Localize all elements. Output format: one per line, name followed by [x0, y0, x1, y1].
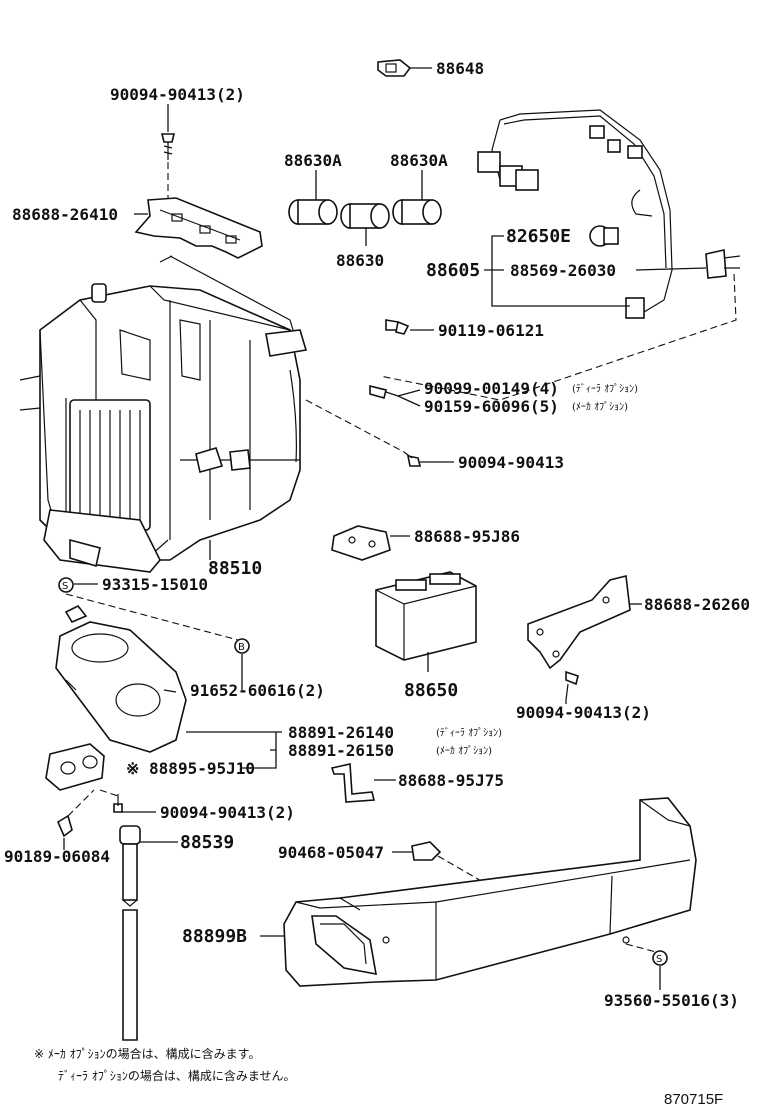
screw-90099-90159: [369, 384, 421, 407]
bracket-88688-95j75: [330, 763, 396, 803]
part-label-88688-26260: 88688-26260: [644, 595, 750, 614]
b-marker-label: B: [238, 642, 245, 653]
part-label-88891-26140: 88891-26140: [288, 723, 394, 742]
part-label-88510: 88510: [208, 558, 262, 579]
part-label-88605: 88605: [426, 260, 480, 281]
part-note-88891-26150: (ﾒｰｶ ｵﾌﾟｼｮﾝ): [436, 745, 492, 757]
part-label-88569-26030: 88569-26030: [510, 261, 616, 280]
part-label-88630: 88630: [336, 251, 384, 270]
part-label-90099-00149: 90099-00149(4): [424, 379, 559, 398]
part-label-90094-90413-low: 90094-90413(2): [160, 803, 295, 822]
part-label-88891-26150: 88891-26150: [288, 741, 394, 760]
clip-90189-06084: [56, 814, 73, 850]
grommet-88895-95j10: [45, 743, 105, 791]
part-label-90468-05047: 90468-05047: [278, 843, 384, 862]
clip-90468-05047: [392, 841, 442, 861]
figure-code: 870715F: [664, 1091, 723, 1108]
part-label-90189-06084: 90189-06084: [4, 847, 110, 866]
part-label-88630a-left: 88630A: [284, 151, 342, 170]
part-note-90159-60096: (ﾒｰｶ ｵﾌﾟｼｮﾝ): [572, 401, 628, 413]
bolt-90119-06121: [385, 319, 434, 335]
s-marker-top: S: [58, 577, 98, 593]
part-label-93315-15010: 93315-15010: [102, 575, 208, 594]
part-label-88688-95j86: 88688-95J86: [414, 527, 520, 546]
wire-harness-88605: [477, 109, 741, 319]
drain-hose-88539: [119, 825, 178, 1041]
bracket-88688-26260: [527, 575, 642, 670]
servo-motor-88630a-left: [288, 170, 338, 225]
part-label-88688-26410: 88688-26410: [12, 205, 118, 224]
part-label-88630a-right: 88630A: [390, 151, 448, 170]
connector-88648: [377, 59, 432, 77]
cover-88899b: [260, 797, 697, 987]
part-note-88891-26140: (ﾃﾞｨｰﾗ ｵﾌﾟｼｮﾝ): [436, 727, 502, 739]
part-label-82650e: 82650E: [506, 226, 571, 247]
s-marker-bottom-label: S: [656, 954, 662, 965]
servo-motor-88630a-right: [392, 170, 442, 225]
screw-90094-90413-low: [113, 794, 156, 813]
footnote-line-2: ﾃﾞｨｰﾗ ｵﾌﾟｼｮﾝの場合は、構成に含みません。: [58, 1068, 295, 1083]
part-label-91652-60616: 91652-60616(2): [190, 681, 325, 700]
part-label-88688-95j75: 88688-95J75: [398, 771, 504, 790]
part-label-93560-55016: 93560-55016(3): [604, 991, 739, 1010]
control-unit-88650: [375, 571, 477, 672]
part-label-90119-06121: 90119-06121: [438, 321, 544, 340]
screw-90094-90413-right: [565, 670, 579, 704]
part-label-90159-60096: 90159-60096(5): [424, 397, 559, 416]
heater-unit-88510: [19, 255, 308, 573]
part-note-90099-00149: (ﾃﾞｨｰﾗ ｵﾌﾟｼｮﾝ): [572, 383, 638, 395]
screw-top: [160, 104, 176, 200]
b-marker: B: [234, 638, 250, 690]
part-label-90094-90413-right: 90094-90413(2): [516, 703, 651, 722]
screw-90094-90413-mid: [403, 451, 454, 467]
part-label-90094-90413-mid: 90094-90413: [458, 453, 564, 472]
s-marker-bottom: S: [652, 950, 668, 990]
part-label-88899b: 88899B: [182, 926, 247, 947]
s-marker-label: S: [62, 581, 68, 592]
footnote-line-1: ※ ﾒｰｶ ｵﾌﾟｼｮﾝの場合は、構成に含みます。: [34, 1046, 261, 1061]
part-label-88650: 88650: [404, 680, 458, 701]
part-label-88539: 88539: [180, 832, 234, 853]
part-label-88895-95j10: ※ 88895-95J10: [126, 759, 255, 778]
part-label-88648: 88648: [436, 59, 484, 78]
bracket-88688-26410: [134, 197, 263, 259]
part-label-90094-90413-top: 90094-90413(2): [110, 85, 245, 104]
bracket-88688-95j86: [331, 525, 410, 561]
duct-88891: [55, 604, 270, 753]
servo-motor-88630: [340, 203, 390, 246]
